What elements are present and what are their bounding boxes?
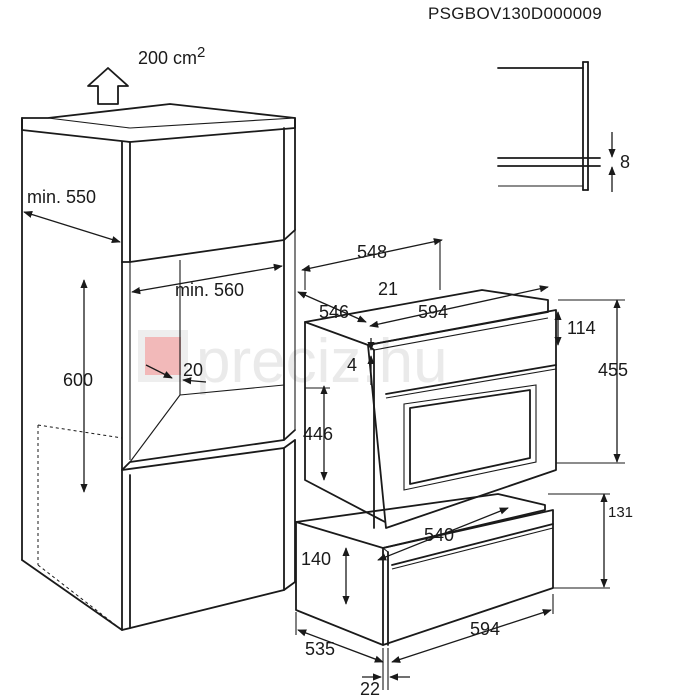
drawer-front-thickness-label: 22 (360, 679, 380, 699)
oven-top-label: 114 (567, 318, 596, 338)
cabinet-height-label: 600 (63, 370, 93, 390)
oven-gap-label: 4 (347, 355, 357, 375)
detail-gap-label: 8 (620, 152, 630, 172)
oven-panel-label: 21 (378, 279, 398, 299)
cabinet-depth-label: min. 550 (27, 187, 96, 207)
cabinet-gap-label: 20 (183, 360, 203, 380)
oven (304, 289, 557, 529)
oven-outer-depth-label: 548 (357, 242, 387, 262)
drawer-dimensions: 540 140 131 535 594 22 (295, 493, 633, 699)
vent-arrow-icon (87, 67, 129, 105)
detail-view: 8 (497, 61, 630, 192)
cabinet-dimensions: min. 550 min. 560 600 20 (23, 187, 283, 493)
oven-dimensions: 548 21 546 594 114 455 4 446 (297, 238, 628, 481)
oven-height-total-label: 455 (598, 360, 628, 380)
drawer-depth-label: 535 (305, 639, 335, 659)
drawer-front-width-label: 594 (470, 619, 500, 639)
drawer-inner-width-label: 540 (424, 525, 454, 545)
watermark-logo-accent (145, 337, 181, 375)
oven-body-depth-label: 546 (319, 302, 349, 322)
vent-area-label: 200 cm2 (138, 44, 205, 68)
cabinet (21, 103, 296, 631)
cabinet-width-label: min. 560 (175, 280, 244, 300)
oven-front-width-label: 594 (418, 302, 448, 322)
drawer-height-label: 140 (301, 549, 331, 569)
doc-code: PSGBOV130D000009 (428, 4, 602, 23)
oven-body-height-label: 446 (303, 424, 333, 444)
drawer-height-right-label: 131 (608, 504, 633, 521)
